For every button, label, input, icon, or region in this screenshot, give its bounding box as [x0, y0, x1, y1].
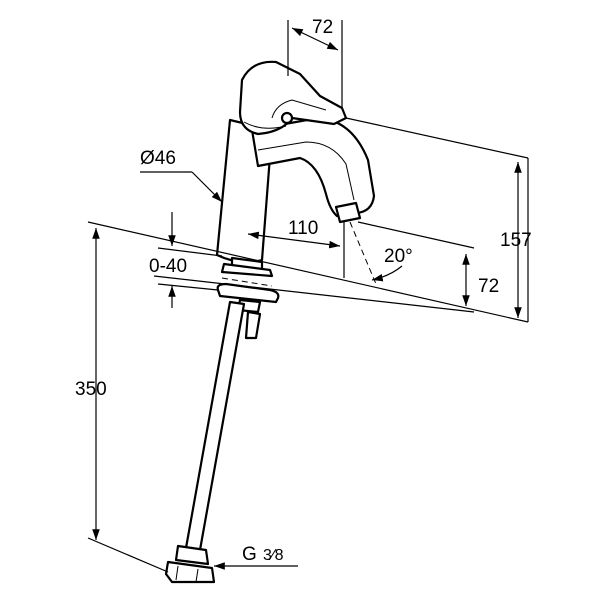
faucet-outline	[215, 60, 376, 264]
dim-connection-thread-fraction: 3⁄8	[263, 547, 284, 564]
dim-lever-length: 72	[287, 17, 343, 108]
dim-spout-height: 72	[462, 254, 499, 306]
dim-spout-height-label: 72	[478, 276, 499, 297]
deck-reference-line	[87, 221, 529, 323]
dim-spout-reach-label: 110	[288, 218, 318, 239]
dim-body-diameter-label: Ø46	[140, 148, 176, 169]
dim-height-total: 157	[345, 117, 532, 322]
dim-spout-reach: 110	[247, 218, 345, 278]
dim-height-total-label: 157	[500, 230, 532, 251]
dim-hose-length: 350	[75, 228, 169, 573]
dim-connection-thread-label: G	[242, 544, 257, 565]
flexible-hose	[164, 300, 246, 584]
dim-connection-thread: G 3⁄8	[214, 544, 298, 570]
outlet-reference-line	[357, 221, 475, 249]
mount-reference-line	[153, 275, 475, 313]
dim-lever-length-label: 72	[312, 17, 333, 38]
dim-mount-thickness: 0-40	[149, 212, 223, 308]
dim-spout-angle: 20°	[349, 221, 413, 285]
dim-spout-angle-label: 20°	[384, 246, 413, 267]
dim-hose-length-label: 350	[75, 379, 107, 400]
dim-mount-thickness-label: 0-40	[149, 256, 187, 277]
dim-body-diameter: Ø46	[140, 148, 223, 203]
